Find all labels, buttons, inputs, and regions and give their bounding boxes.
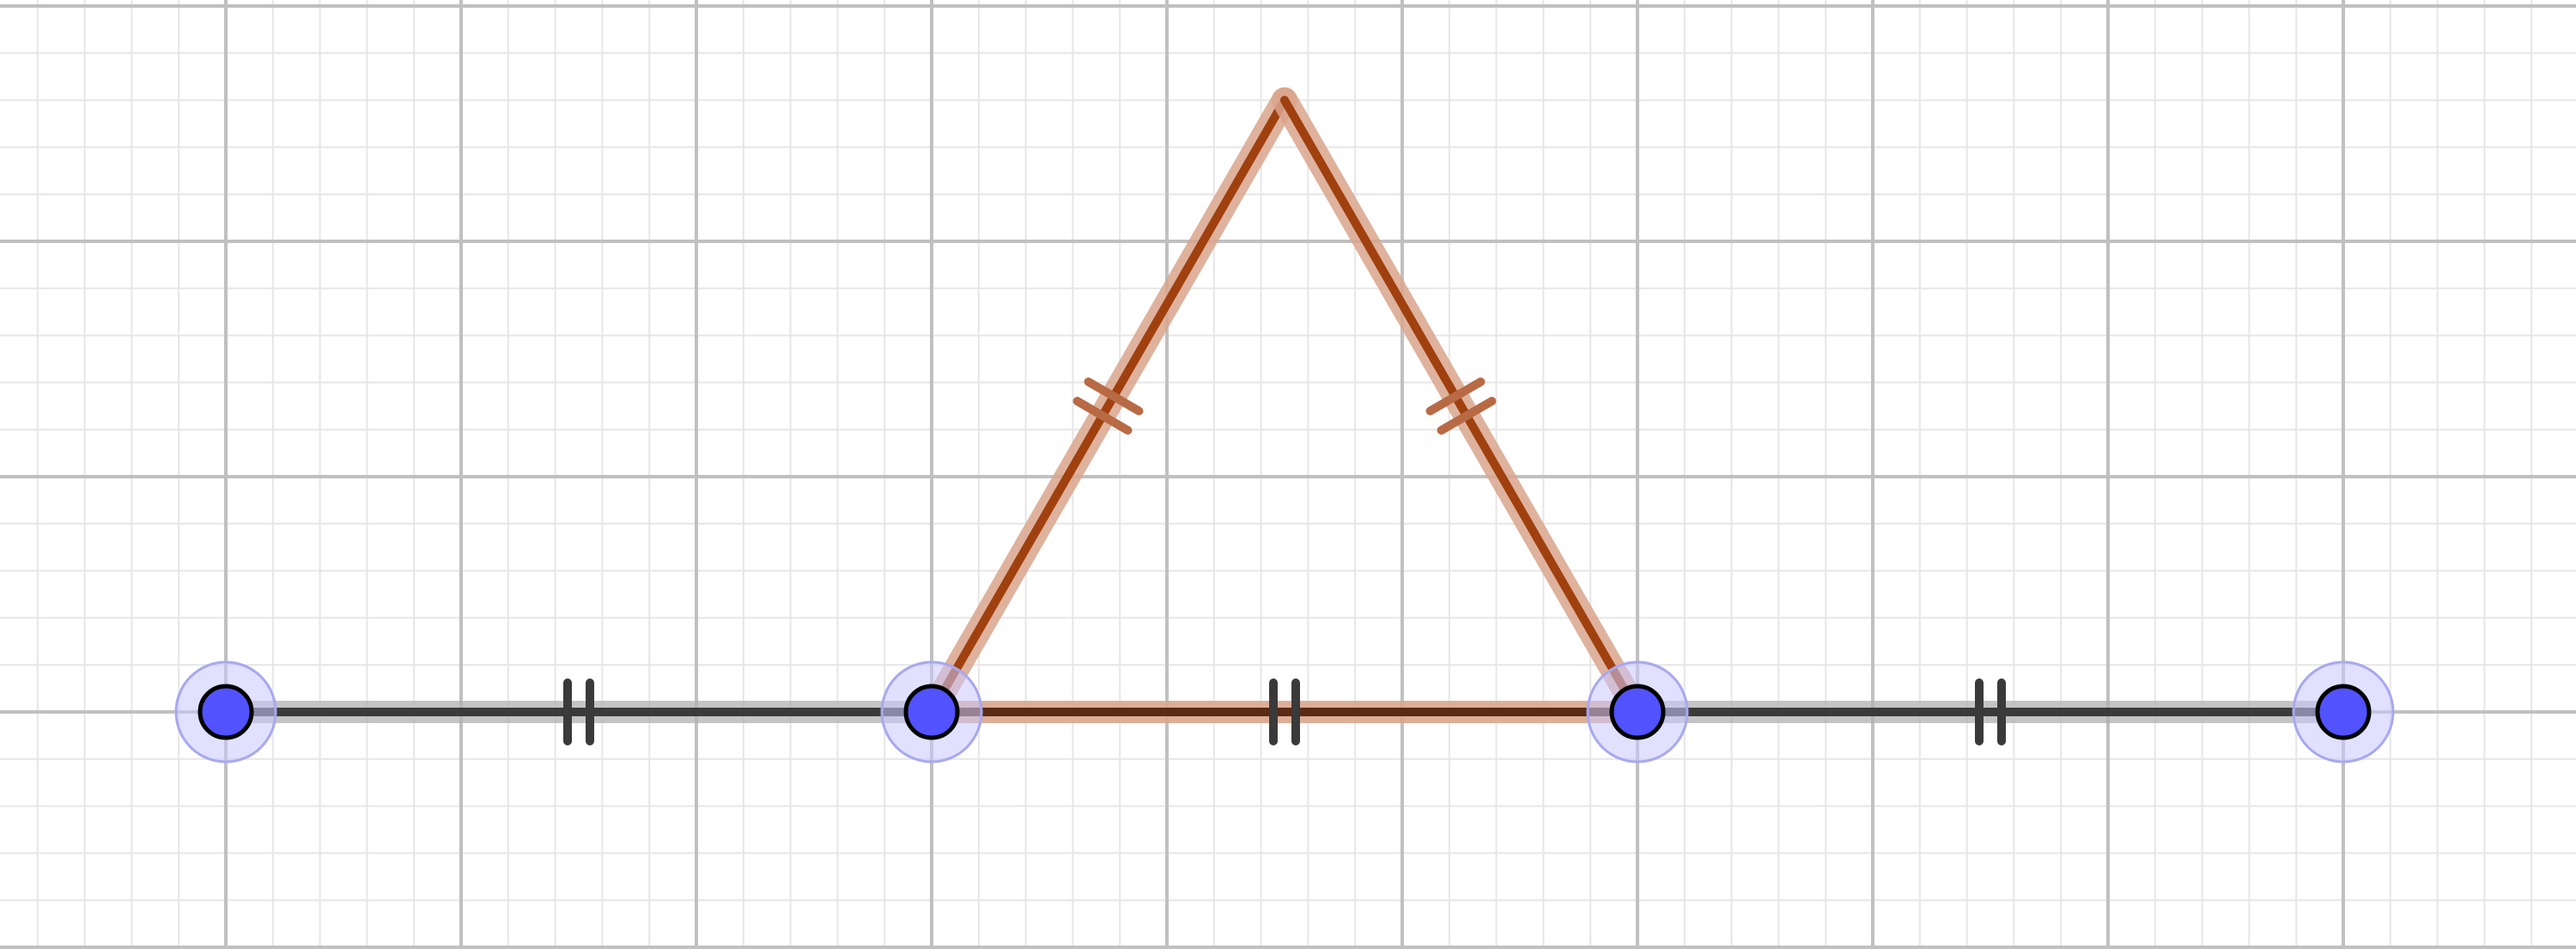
point-marker[interactable] <box>2315 684 2372 740</box>
triangle-side[interactable] <box>1280 95 1642 716</box>
congruence-tick <box>1425 377 1485 416</box>
points-layer <box>174 660 2395 763</box>
congruence-marks <box>563 377 2006 745</box>
equilateral-triangle[interactable] <box>919 87 1650 725</box>
point-marker[interactable] <box>1609 684 1666 740</box>
congruence-tick <box>1072 397 1133 435</box>
point-marker[interactable] <box>197 684 254 740</box>
point-p1[interactable] <box>174 660 277 763</box>
point-p2[interactable] <box>880 660 983 763</box>
triangle-side[interactable] <box>927 95 1289 716</box>
congruence-tick <box>1084 377 1144 416</box>
congruence-tick <box>1437 397 1497 435</box>
point-p3[interactable] <box>1586 660 1689 763</box>
point-p4[interactable] <box>2292 660 2395 763</box>
point-marker[interactable] <box>903 684 960 740</box>
